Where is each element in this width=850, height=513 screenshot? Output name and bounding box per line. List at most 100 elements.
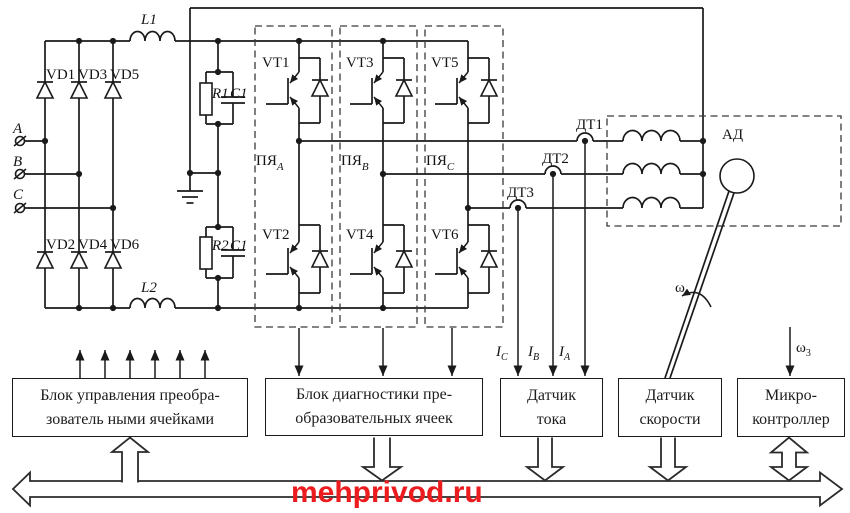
resistor-r1-icon bbox=[199, 82, 213, 116]
vd5-label: VD5 bbox=[110, 67, 139, 83]
vt1-label: VT1 bbox=[262, 55, 290, 71]
block-micro-line1: Микро- bbox=[765, 386, 817, 404]
winding-1-icon bbox=[622, 129, 681, 142]
cell-b-label: ПЯB bbox=[341, 153, 369, 173]
c1-bottom-label: C1 bbox=[230, 238, 248, 254]
ground-icon bbox=[177, 173, 203, 204]
diode-vt4-icon bbox=[394, 225, 414, 293]
inverter-cell-c: VT5 VT6 ПЯC bbox=[424, 25, 504, 328]
winding-2-icon bbox=[622, 162, 681, 175]
igbt-vt5-icon bbox=[435, 71, 469, 109]
igbt-vt1-icon bbox=[266, 71, 300, 109]
diode-vt2-icon bbox=[310, 225, 330, 293]
block-control-line2: зователь ными ячейками bbox=[45, 410, 215, 428]
bus-branch-diagnostics-down-arrow bbox=[360, 437, 404, 482]
igbt-vt2-icon bbox=[266, 241, 300, 279]
phase-c-label: C bbox=[13, 187, 24, 203]
igbt-vt3-icon bbox=[350, 71, 384, 109]
block-speed-sensor: Датчик скорости bbox=[618, 378, 722, 437]
diode-vd3-icon bbox=[69, 80, 89, 99]
r1-label: R1 bbox=[211, 86, 229, 102]
block-current-sensor: Датчик тока bbox=[500, 378, 603, 437]
block-control-line1: Блок управления преобра- bbox=[40, 386, 220, 404]
dt1-transducer-icon bbox=[576, 132, 594, 142]
vd6-label: VD6 bbox=[110, 237, 140, 253]
diode-vd2-icon bbox=[35, 250, 55, 269]
block-cells-diagnostics: Блок диагностики пре- образовательных яч… bbox=[265, 378, 483, 436]
dc-link: L1 L2 bbox=[45, 7, 704, 312]
block-speed-line1: Датчик bbox=[645, 386, 695, 404]
inverter-cell-a: VT1 VT2 ПЯA bbox=[254, 25, 333, 328]
igbt-vt4-icon bbox=[350, 241, 384, 279]
block-micro-line2: контроллер bbox=[752, 410, 830, 428]
ac-input-phases: A B C bbox=[12, 121, 117, 214]
vd1-label: VD1 bbox=[46, 67, 75, 83]
dt2-label: ДТ2 bbox=[542, 151, 569, 167]
cell-c-box bbox=[424, 25, 504, 328]
rc-snubber-bottom: R2 C1 bbox=[199, 173, 248, 308]
winding-3-icon bbox=[622, 196, 681, 209]
block-diagnostics-line1: Блок диагностики пре- bbox=[295, 386, 453, 403]
inductor-l2-icon bbox=[129, 297, 176, 309]
current-ic-label: IC bbox=[495, 344, 508, 363]
dt1-label: ДТ1 bbox=[576, 117, 603, 133]
diode-vd4-icon bbox=[69, 250, 89, 269]
dt3-transducer-icon bbox=[509, 199, 527, 209]
vd4-label: VD4 bbox=[78, 237, 108, 253]
vt4-label: VT4 bbox=[346, 227, 374, 243]
cell-c-label: ПЯC bbox=[426, 153, 455, 173]
block-current-line2: тока bbox=[536, 410, 567, 428]
vt6-label: VT6 bbox=[431, 227, 459, 243]
cell-a-box bbox=[254, 25, 333, 328]
dt2-transducer-icon bbox=[544, 165, 562, 175]
vt5-label: VT5 bbox=[431, 55, 459, 71]
watermark: mehprivod.ru bbox=[291, 476, 483, 509]
diode-vt1-icon bbox=[310, 58, 330, 123]
motor: АД ω bbox=[606, 115, 842, 379]
rc-snubber-top: R1 C1 bbox=[199, 41, 248, 173]
block-microcontroller: Микро- контроллер bbox=[737, 378, 845, 437]
l1-label: L1 bbox=[140, 12, 157, 28]
motor-box bbox=[606, 115, 842, 227]
igbt-vt6-icon bbox=[435, 241, 469, 279]
diode-vt5-icon bbox=[479, 58, 499, 123]
shaft-line-2 bbox=[669, 192, 735, 379]
diode-vt3-icon bbox=[394, 58, 414, 123]
inverter-cell-b: VT3 VT4 ПЯB bbox=[339, 25, 418, 328]
bus-branch-current-down-arrow bbox=[524, 437, 566, 482]
cell-a-label: ПЯA bbox=[256, 153, 284, 173]
shaft-line-1 bbox=[664, 190, 730, 379]
rectifier: VD1 VD3 VD5 VD2 VD4 VD6 bbox=[35, 41, 140, 308]
bus-branch-control-up-arrow bbox=[109, 436, 151, 483]
omega-label: ω bbox=[675, 280, 685, 296]
cell-b-box bbox=[339, 25, 418, 328]
current-ib-label: IB bbox=[527, 344, 539, 363]
diode-vt6-icon bbox=[479, 225, 499, 293]
omega-ref-label: ω3 bbox=[796, 340, 811, 359]
phase-a-label: A bbox=[12, 121, 23, 137]
inductor-l1-icon bbox=[129, 30, 176, 42]
r2-label: R2 bbox=[211, 238, 229, 254]
resistor-r2-icon bbox=[199, 236, 213, 270]
diode-vd5-icon bbox=[103, 80, 123, 99]
block-diagnostics-line2: образовательных ячеек bbox=[295, 410, 453, 427]
current-ia-label: IA bbox=[558, 344, 571, 363]
dt3-label: ДТ3 bbox=[507, 185, 534, 201]
vt3-label: VT3 bbox=[346, 55, 374, 71]
diode-vd6-icon bbox=[103, 250, 123, 269]
vd2-label: VD2 bbox=[46, 237, 75, 253]
block-speed-line2: скорости bbox=[639, 410, 701, 428]
rotor-icon bbox=[719, 158, 755, 194]
rotation-arrow-icon bbox=[681, 288, 712, 308]
c1-top-label: C1 bbox=[230, 86, 248, 102]
data-bus bbox=[11, 436, 844, 508]
vt2-label: VT2 bbox=[262, 227, 290, 243]
bus-branch-micro-bidirectional-arrow bbox=[768, 436, 810, 482]
motor-label: АД bbox=[722, 127, 743, 143]
signal-arrows: ω3 bbox=[75, 327, 811, 378]
vd3-label: VD3 bbox=[78, 67, 107, 83]
bus-double-arrow bbox=[11, 470, 844, 508]
l2-label: L2 bbox=[140, 280, 157, 296]
